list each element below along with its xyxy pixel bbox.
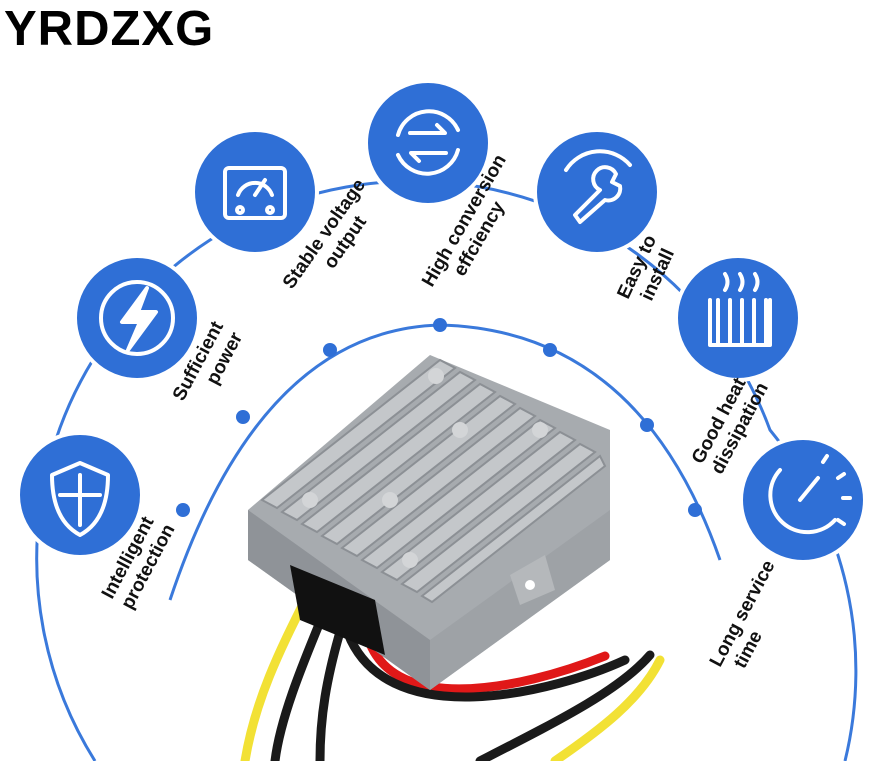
heatsink-module <box>248 355 610 690</box>
heatsink-fins <box>260 358 607 604</box>
inner-arc-dots <box>176 318 702 517</box>
speedometer-icon <box>739 436 867 564</box>
wires <box>240 595 665 761</box>
conversion-arrows-icon <box>364 79 492 207</box>
brand-logo-text: YRDZXG <box>4 2 215 56</box>
cable-grommet <box>290 565 385 655</box>
radiator-icon <box>674 254 802 382</box>
mounting-tab <box>510 555 555 605</box>
